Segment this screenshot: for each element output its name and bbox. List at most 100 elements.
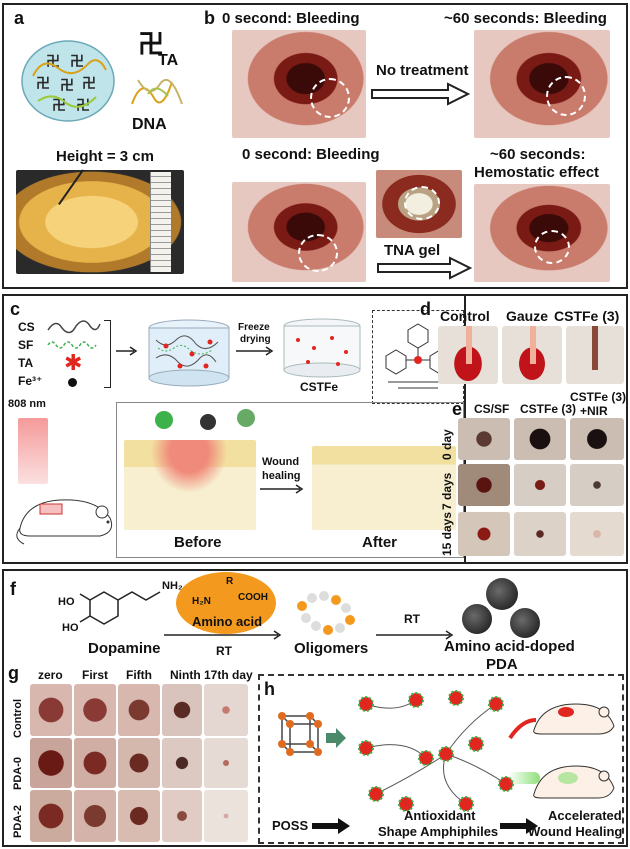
b-bottom-left-caption: 0 second: Bleeding bbox=[242, 146, 380, 163]
panel-g-label: g bbox=[8, 663, 19, 683]
mix-arrow-icon bbox=[116, 346, 138, 356]
dopamine-ho-1: HO bbox=[58, 596, 75, 608]
g-photo-r0-c3 bbox=[162, 684, 202, 736]
ta-star-icon: ✱ bbox=[64, 350, 83, 375]
dna-label: DNA bbox=[132, 116, 167, 133]
e-photo-r2-c1 bbox=[514, 512, 566, 556]
svg-text:卍: 卍 bbox=[36, 75, 50, 91]
tna-gel-arrow-icon bbox=[377, 256, 472, 280]
d-col-control: Control bbox=[440, 308, 490, 324]
dopamine-label: Dopamine bbox=[88, 640, 161, 657]
b-bottom-right-caption-1: ~60 seconds: bbox=[490, 146, 586, 163]
g-row-control: Control bbox=[12, 698, 24, 738]
svg-text:卍: 卍 bbox=[82, 75, 96, 91]
e-row-15days: 15 days bbox=[440, 511, 454, 556]
sf-chain-icon bbox=[47, 341, 97, 349]
antioxidant-label-2: Shape Amphiphiles bbox=[378, 824, 499, 839]
pda-particle-3 bbox=[510, 608, 540, 638]
panel-f-label: f bbox=[10, 579, 16, 599]
g-photo-r0-c0 bbox=[30, 684, 72, 736]
panel-a-label: a bbox=[14, 8, 25, 28]
freeze-label-2: drying bbox=[240, 334, 271, 345]
antioxidant-label-1: Antioxidant bbox=[404, 808, 476, 823]
g-photo-r2-c3 bbox=[162, 790, 202, 842]
dopamine-ho-2: HO bbox=[62, 622, 79, 634]
dopamine-nh2: NH₂ bbox=[162, 580, 183, 592]
g-row-pda0: PDA-0 bbox=[12, 756, 24, 790]
g-col-fifth: Fifth bbox=[126, 668, 152, 682]
legend-cs: CS bbox=[18, 320, 35, 334]
rt-arrow-1-icon bbox=[164, 630, 282, 640]
e-photo-r1-c2 bbox=[570, 464, 624, 506]
e-photo-r2-c2 bbox=[570, 512, 624, 556]
g-col-first: First bbox=[82, 668, 109, 682]
g-col-ninth: Ninth bbox=[170, 668, 201, 682]
poss-label: POSS bbox=[272, 818, 309, 833]
mouse-top-icon bbox=[533, 703, 615, 735]
e-col-cstfe-nir-2: +NIR bbox=[580, 404, 608, 418]
precursor-cylinder bbox=[148, 319, 230, 387]
skin-after bbox=[312, 446, 456, 530]
b-bottom-right-photo bbox=[474, 184, 610, 282]
legend-bracket bbox=[104, 320, 111, 388]
g-photo-r1-c0 bbox=[30, 738, 72, 788]
after-label: After bbox=[362, 534, 398, 551]
d-control-photo bbox=[438, 326, 498, 384]
poss-cage-icon bbox=[278, 712, 322, 756]
e-photo-r0-c0 bbox=[458, 418, 510, 460]
svg-text:卍: 卍 bbox=[52, 97, 66, 113]
b-bottom-right-caption-2: Hemostatic effect bbox=[474, 164, 600, 181]
height-label: Height = 3 cm bbox=[56, 148, 154, 165]
g-photo-r0-c4 bbox=[204, 684, 248, 736]
e-photo-r0-c2 bbox=[570, 418, 624, 460]
fe-dot-icon bbox=[68, 378, 77, 387]
g-photo-r2-c0 bbox=[30, 790, 72, 842]
g-photo-r2-c1 bbox=[74, 790, 116, 842]
e-col-cstfe: CSTFe (3) bbox=[520, 402, 577, 416]
no-treatment-arrow-icon bbox=[371, 82, 470, 106]
g-photo-r0-c2 bbox=[118, 684, 160, 736]
amino-cooh: COOH bbox=[238, 592, 268, 603]
rt-label-1: RT bbox=[216, 644, 232, 658]
amino-acid-bubble bbox=[176, 572, 276, 634]
g-col-zero: zero bbox=[38, 668, 63, 682]
b-top-left-caption: 0 second: Bleeding bbox=[222, 10, 360, 27]
cstfe-product-label: CSTFe bbox=[300, 380, 339, 394]
legend-ta: TA bbox=[18, 356, 34, 370]
svg-text:卍: 卍 bbox=[60, 77, 74, 93]
wound-healing-label-2: healing bbox=[262, 470, 301, 482]
amino-acid-label: Amino acid bbox=[192, 614, 263, 629]
panel-e-label: e bbox=[452, 399, 463, 419]
e-photo-r2-c0 bbox=[458, 512, 510, 556]
g-photo-r1-c4 bbox=[204, 738, 248, 788]
g-photo-r0-c1 bbox=[74, 684, 116, 736]
amphiphile-assembly bbox=[358, 690, 514, 812]
rt-label-2: RT bbox=[404, 612, 420, 626]
amino-r: R bbox=[226, 576, 234, 587]
wound-healing-label-1: Wound bbox=[262, 456, 300, 468]
panel-c-label: c bbox=[10, 299, 21, 319]
dna-strand-icon bbox=[131, 79, 183, 105]
g-row-pda2: PDA-2 bbox=[12, 804, 24, 838]
e-col-cssf: CS/SF bbox=[474, 402, 510, 416]
ta-dna-gel-illustration: 卍 卍 卍 卍 卍 卍 卍 bbox=[21, 40, 115, 122]
ta-label: TA bbox=[158, 52, 179, 69]
amino-h2n: H₂N bbox=[192, 596, 211, 607]
freeze-label-1: Freeze bbox=[238, 322, 270, 333]
g-photo-r1-c2 bbox=[118, 738, 160, 788]
e-row-0day: 0 day bbox=[440, 429, 454, 460]
h-arrow-2-icon bbox=[500, 818, 538, 834]
accelerated-label-1: Accelerated bbox=[548, 808, 622, 823]
bacteria-icons bbox=[155, 409, 255, 430]
rt-arrow-2-icon bbox=[376, 630, 454, 640]
oligomers-label: Oligomers bbox=[294, 640, 369, 657]
cstfe-sponge-cylinder bbox=[283, 318, 361, 378]
before-label: Before bbox=[174, 534, 222, 551]
dopamine-structure bbox=[79, 591, 161, 625]
g-photo-r2-c2 bbox=[118, 790, 160, 842]
svg-text:卍: 卍 bbox=[46, 53, 60, 69]
b-top-left-photo bbox=[232, 30, 366, 138]
mouse-illustration bbox=[16, 499, 113, 545]
ta-symbol-icon: 卍 bbox=[138, 29, 165, 59]
e-photo-r1-c1 bbox=[514, 464, 566, 506]
